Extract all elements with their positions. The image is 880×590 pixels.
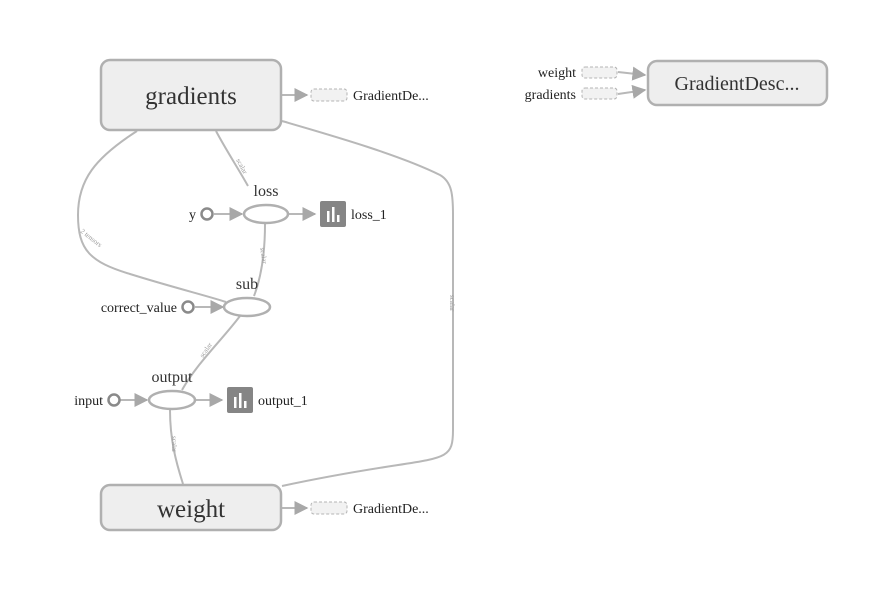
const-y[interactable]: y [189,207,214,223]
summary-output-label: output_1 [258,394,308,409]
summary-loss-label: loss_1 [351,208,387,223]
summary-loss[interactable]: loss_1 [320,201,387,227]
node-weight-label: weight [157,496,225,523]
edge-label-loss-sub: scalar [258,247,269,265]
edge-weight-output [169,409,184,485]
node-gradient-descent[interactable]: GradientDesc... [646,59,829,107]
edge-gradients-weight [281,120,454,487]
op-output[interactable]: output [147,369,197,411]
edge-label-weight-output: scalar [170,436,178,453]
const-input[interactable]: input [74,393,121,409]
const-y-label: y [189,208,196,223]
out-ref-gradients-label: GradientDe... [353,89,429,104]
edge-loss-sub [253,223,266,297]
in-ref-gradients-label: gradients [525,88,576,103]
edge-label-gradients-weight: scalar [448,295,456,312]
out-ref-weight-label: GradientDe... [353,502,429,517]
edge-weight-input-gd [617,66,647,81]
in-ref-gradients[interactable]: gradients [525,87,618,103]
op-loss[interactable]: loss [242,183,290,225]
op-output-label: output [152,369,193,386]
op-sub-label: sub [236,276,258,293]
node-gradients-label: gradients [145,83,237,110]
edge-label-gradients-sub: 2 tensors [79,227,104,249]
const-correct-value[interactable]: correct_value [101,300,195,316]
const-input-label: input [74,394,103,409]
in-ref-weight[interactable]: weight [538,66,618,81]
in-ref-weight-label: weight [538,66,576,81]
summary-icon [234,393,247,408]
op-sub[interactable]: sub [222,276,272,318]
node-gradient-descent-label: GradientDesc... [675,73,800,95]
edge-gradients-loss [215,130,249,187]
node-gradients[interactable]: gradients [99,58,283,132]
edge-gradients-sub [76,130,227,303]
const-correct-value-label: correct_value [101,301,177,316]
edge-gradients-input-gd [617,84,647,99]
edge-sub-output [181,315,241,391]
summary-icon [327,207,340,222]
summary-output[interactable]: output_1 [227,387,308,413]
node-weight[interactable]: weight [99,483,283,532]
out-ref-weight[interactable]: GradientDe... [310,501,429,517]
out-ref-gradients[interactable]: GradientDe... [310,88,429,104]
op-loss-label: loss [254,183,279,200]
